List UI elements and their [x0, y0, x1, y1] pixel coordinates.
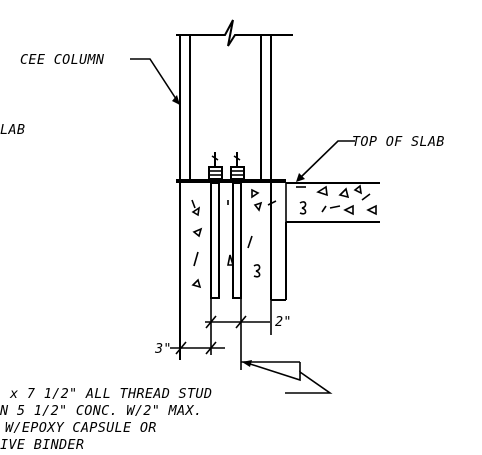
- cee-column-label: CEE COLUMN: [20, 52, 105, 68]
- concrete-foundation: [179, 182, 380, 360]
- cee-column-leader: [130, 58, 181, 106]
- threaded-studs: [210, 182, 242, 299]
- top-of-slab-label: TOP OF SLAB: [352, 134, 445, 150]
- top-of-slab-leader: [296, 140, 355, 182]
- stud-note-leader: [241, 360, 333, 394]
- dimension-3-label: 3": [154, 341, 172, 357]
- stud-note-line-3: W/EPOXY CAPSULE OR: [5, 420, 157, 436]
- slab-label-partial: LAB: [0, 122, 25, 138]
- stud-note-line-2: N 5 1/2" CONC. W/2" MAX.: [0, 403, 202, 419]
- dimension-lines: [170, 298, 272, 370]
- dimension-2-label: 2": [275, 314, 292, 330]
- stud-nuts: [208, 152, 245, 180]
- column-break-line: [176, 19, 293, 47]
- stud-note-line-4: IVE BINDER: [0, 437, 84, 453]
- cee-column: [179, 35, 272, 180]
- stud-note-line-1: x 7 1/2" ALL THREAD STUD: [9, 386, 212, 402]
- base-plate: [176, 179, 286, 183]
- concrete-aggregate: [191, 184, 377, 289]
